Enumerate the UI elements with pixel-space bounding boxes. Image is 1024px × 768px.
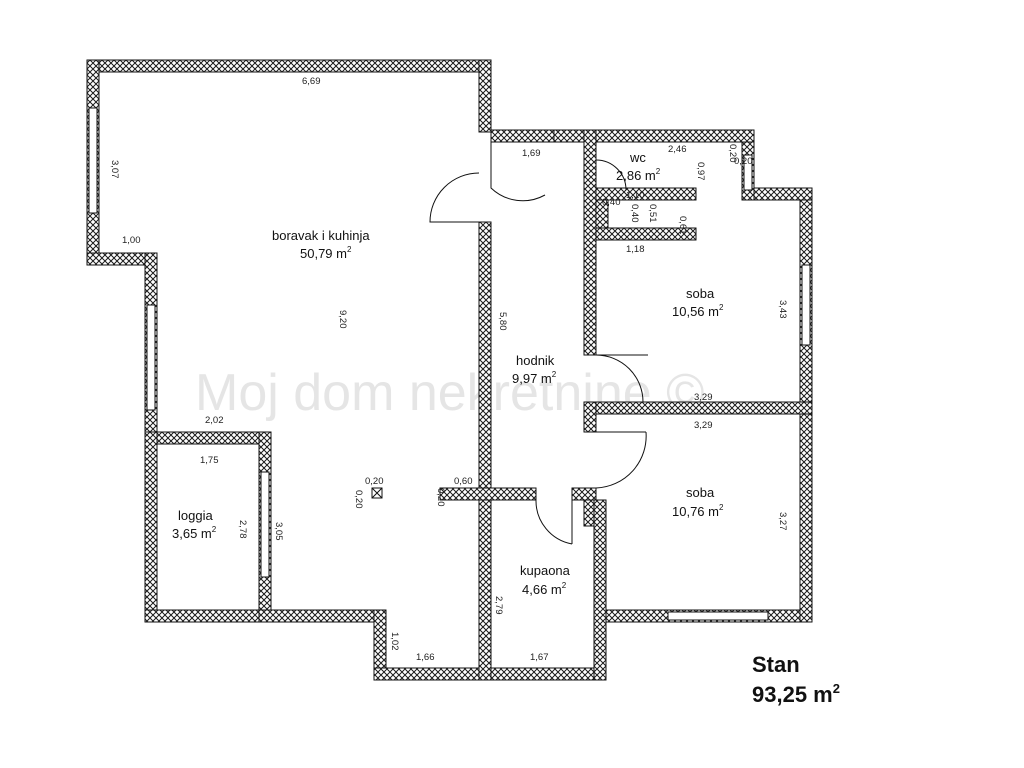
dim-label: 0,20	[353, 490, 364, 509]
dim-label: 0,51	[647, 204, 658, 223]
dim-label: 1,10	[626, 190, 645, 201]
dim-label: 5,80	[497, 312, 508, 331]
room-soba2-name: soba	[686, 485, 715, 500]
dim-label: 1,66	[416, 652, 435, 663]
dim-label: 1,18	[626, 244, 645, 255]
dim-label: 1,67	[530, 652, 549, 663]
dim-label: 2,79	[493, 596, 504, 615]
dim-label: 0,60	[454, 476, 473, 487]
dim-label: 1,69	[522, 148, 541, 159]
room-boravak-name: boravak i kuhinja	[272, 228, 370, 243]
room-kupaona-area: 4,66 m2	[522, 581, 567, 597]
dim-label: 9,20	[337, 310, 348, 329]
dim-label: 2,46	[668, 144, 687, 155]
total-label: Stan	[752, 652, 800, 677]
total-area: 93,25 m2	[752, 681, 840, 707]
dim-label: 0,40	[629, 204, 640, 223]
dim-label: 3,07	[109, 160, 120, 179]
dim-label: 0,40	[602, 197, 621, 208]
dim-label: 0,61	[677, 216, 688, 235]
dim-label: 0,20	[727, 144, 738, 163]
room-hodnik-name: hodnik	[516, 353, 555, 368]
room-loggia-name: loggia	[178, 508, 213, 523]
room-soba2-area: 10,76 m2	[672, 503, 724, 519]
dim-label: 3,29	[694, 420, 713, 431]
room-soba1-name: soba	[686, 286, 715, 301]
room-wc-area: 2,86 m2	[616, 167, 661, 183]
room-kupaona-name: kupaona	[520, 563, 571, 578]
room-soba1-area: 10,56 m2	[672, 303, 724, 319]
room-hodnik-area: 9,97 m2	[512, 370, 557, 386]
dim-label: 1,02	[389, 632, 400, 651]
dim-label: 0,20	[734, 156, 753, 167]
dim-label: 3,43	[777, 300, 788, 319]
dim-label: 1,75	[200, 455, 219, 466]
dim-label: 0,20	[435, 488, 446, 507]
doors	[429, 142, 648, 545]
room-boravak-area: 50,79 m2	[300, 245, 352, 261]
room-loggia-area: 3,65 m2	[172, 525, 217, 541]
column-marker-cross	[371, 487, 383, 499]
dim-label: 0,97	[695, 162, 706, 181]
dimensions: 6,69 3,07 1,00 9,20 2,02 1,75 2,78 3,05 …	[109, 76, 788, 663]
dim-label: 3,27	[777, 512, 788, 531]
column-marker	[371, 487, 383, 499]
dim-label: 2,02	[205, 415, 224, 426]
windows	[88, 107, 811, 621]
dim-label: 1,00	[122, 235, 141, 246]
interior-walls	[439, 129, 813, 681]
room-wc-name: wc	[629, 150, 646, 165]
dim-label: 3,29	[694, 392, 713, 403]
dim-label: 2,78	[237, 520, 248, 539]
dim-label: 6,69	[302, 76, 321, 87]
dim-label: 0,20	[365, 476, 384, 487]
dim-label: 3,05	[273, 522, 284, 541]
